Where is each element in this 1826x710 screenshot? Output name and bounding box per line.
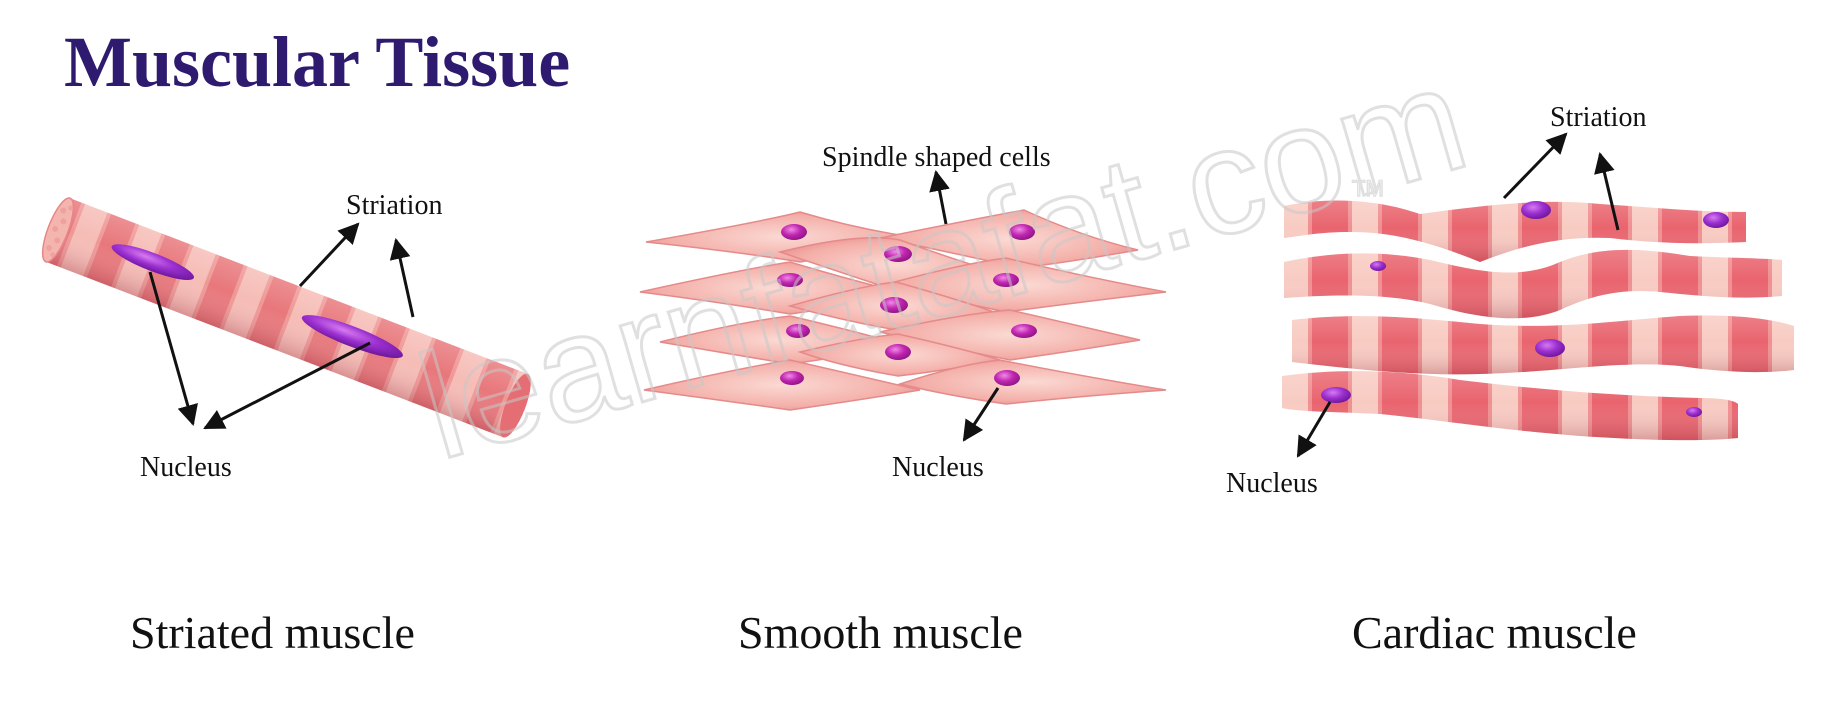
cardiac-muscle-panel: Striation Nucleus Cardiac muscle bbox=[1226, 102, 1794, 658]
striated-striation-arrow-1 bbox=[298, 222, 360, 288]
cardiac-nucleus-arrow bbox=[1296, 401, 1332, 458]
striated-fiber-end bbox=[500, 373, 531, 438]
smooth-nucleus-7 bbox=[786, 324, 810, 338]
smooth-nuclei bbox=[777, 224, 1037, 386]
smooth-nucleus-arrow bbox=[962, 387, 1000, 442]
cardiac-nucleus-1 bbox=[1521, 201, 1551, 219]
smooth-nucleus-11 bbox=[994, 370, 1020, 386]
striated-striation-arrow-2 bbox=[389, 237, 415, 318]
striated-nucleus-label: Nucleus bbox=[140, 452, 232, 483]
smooth-nucleus-label: Nucleus bbox=[892, 452, 984, 483]
cardiac-striation-label: Striation bbox=[1550, 102, 1646, 133]
smooth-nucleus-9 bbox=[885, 344, 911, 360]
cardiac-nucleus-2 bbox=[1703, 212, 1729, 228]
striated-nucleus-arrow-2 bbox=[203, 341, 371, 430]
smooth-nucleus-4 bbox=[777, 273, 803, 287]
smooth-nucleus-8 bbox=[1011, 324, 1037, 338]
cardiac-striation-arrow-1 bbox=[1502, 132, 1568, 200]
smooth-cell-11 bbox=[897, 359, 1167, 405]
striated-nucleus-2 bbox=[301, 315, 403, 359]
smooth-nucleus-5 bbox=[993, 273, 1019, 287]
smooth-nucleus-2 bbox=[1009, 224, 1035, 240]
smooth-nucleus-10 bbox=[780, 371, 804, 385]
striated-fiber-myofibrils bbox=[45, 205, 74, 258]
striated-nucleus-1 bbox=[111, 244, 194, 280]
smooth-spindle-label: Spindle shaped cells bbox=[822, 142, 1051, 173]
cardiac-fiber-1-shading bbox=[1284, 200, 1746, 262]
smooth-nucleus-6 bbox=[880, 297, 908, 313]
cardiac-nucleus-3 bbox=[1370, 261, 1386, 271]
cardiac-nucleus-label: Nucleus bbox=[1226, 468, 1318, 499]
smooth-cells bbox=[639, 209, 1167, 411]
smooth-nucleus-1 bbox=[781, 224, 807, 240]
smooth-nucleus-3 bbox=[884, 246, 912, 262]
striated-muscle-caption: Striated muscle bbox=[130, 607, 415, 658]
smooth-muscle-caption: Smooth muscle bbox=[738, 607, 1023, 658]
smooth-muscle-panel: Spindle shaped cells Nucleus Smooth musc… bbox=[639, 142, 1167, 658]
cardiac-muscle-caption: Cardiac muscle bbox=[1352, 607, 1637, 658]
watermark-trademark: TM bbox=[1352, 176, 1384, 201]
cardiac-nucleus-5 bbox=[1321, 387, 1351, 403]
cardiac-striation-arrow-2 bbox=[1594, 151, 1620, 231]
cardiac-nucleus-4 bbox=[1535, 339, 1565, 357]
cardiac-fiber-4-shading bbox=[1282, 371, 1738, 441]
smooth-spindle-arrow bbox=[929, 169, 950, 225]
cardiac-nucleus-6 bbox=[1686, 407, 1702, 417]
cardiac-fibers bbox=[1282, 200, 1794, 441]
page-title: Muscular Tissue bbox=[64, 22, 570, 102]
smooth-cell-2 bbox=[879, 209, 1139, 269]
striated-striation-label: Striation bbox=[346, 190, 442, 221]
striated-fiber bbox=[41, 197, 531, 438]
smooth-cell-10 bbox=[643, 359, 921, 411]
striated-muscle-panel: Striation Nucleus Striated muscle bbox=[41, 190, 531, 658]
cardiac-nuclei bbox=[1321, 201, 1729, 417]
striated-nucleus-arrow-1 bbox=[148, 271, 198, 427]
cardiac-fiber-2-shading bbox=[1284, 249, 1782, 319]
